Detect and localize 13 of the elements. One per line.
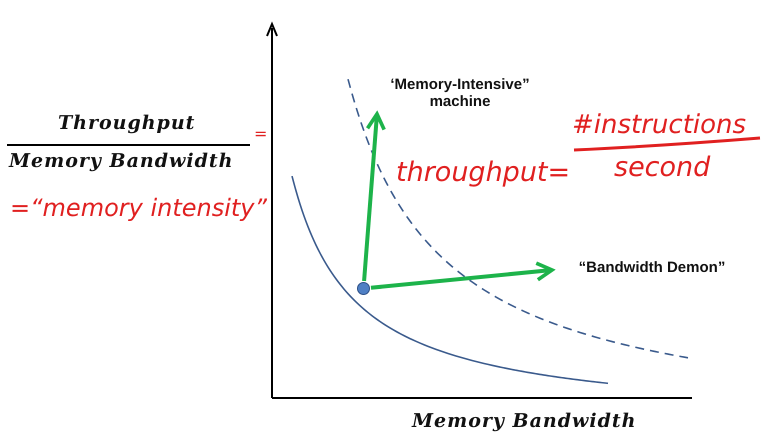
point-label: “Bandwidth Demon” [578, 259, 726, 276]
handwritten-note: = [254, 124, 268, 143]
point-label: ‘Memory-Intensive” machine [389, 76, 531, 110]
data-point [357, 282, 370, 295]
handwritten-note: throughput= [396, 157, 570, 188]
handwritten-note: #instructions [572, 110, 746, 140]
axis-label: Throughput [58, 112, 196, 134]
handwritten-note: =“memory intensity” [10, 194, 267, 222]
arrow [370, 261, 554, 290]
axis-label: Memory Bandwidth [412, 410, 636, 432]
axis-label: Memory Bandwidth [9, 150, 234, 172]
arrow [362, 112, 386, 282]
handwritten-note: second [614, 152, 710, 183]
